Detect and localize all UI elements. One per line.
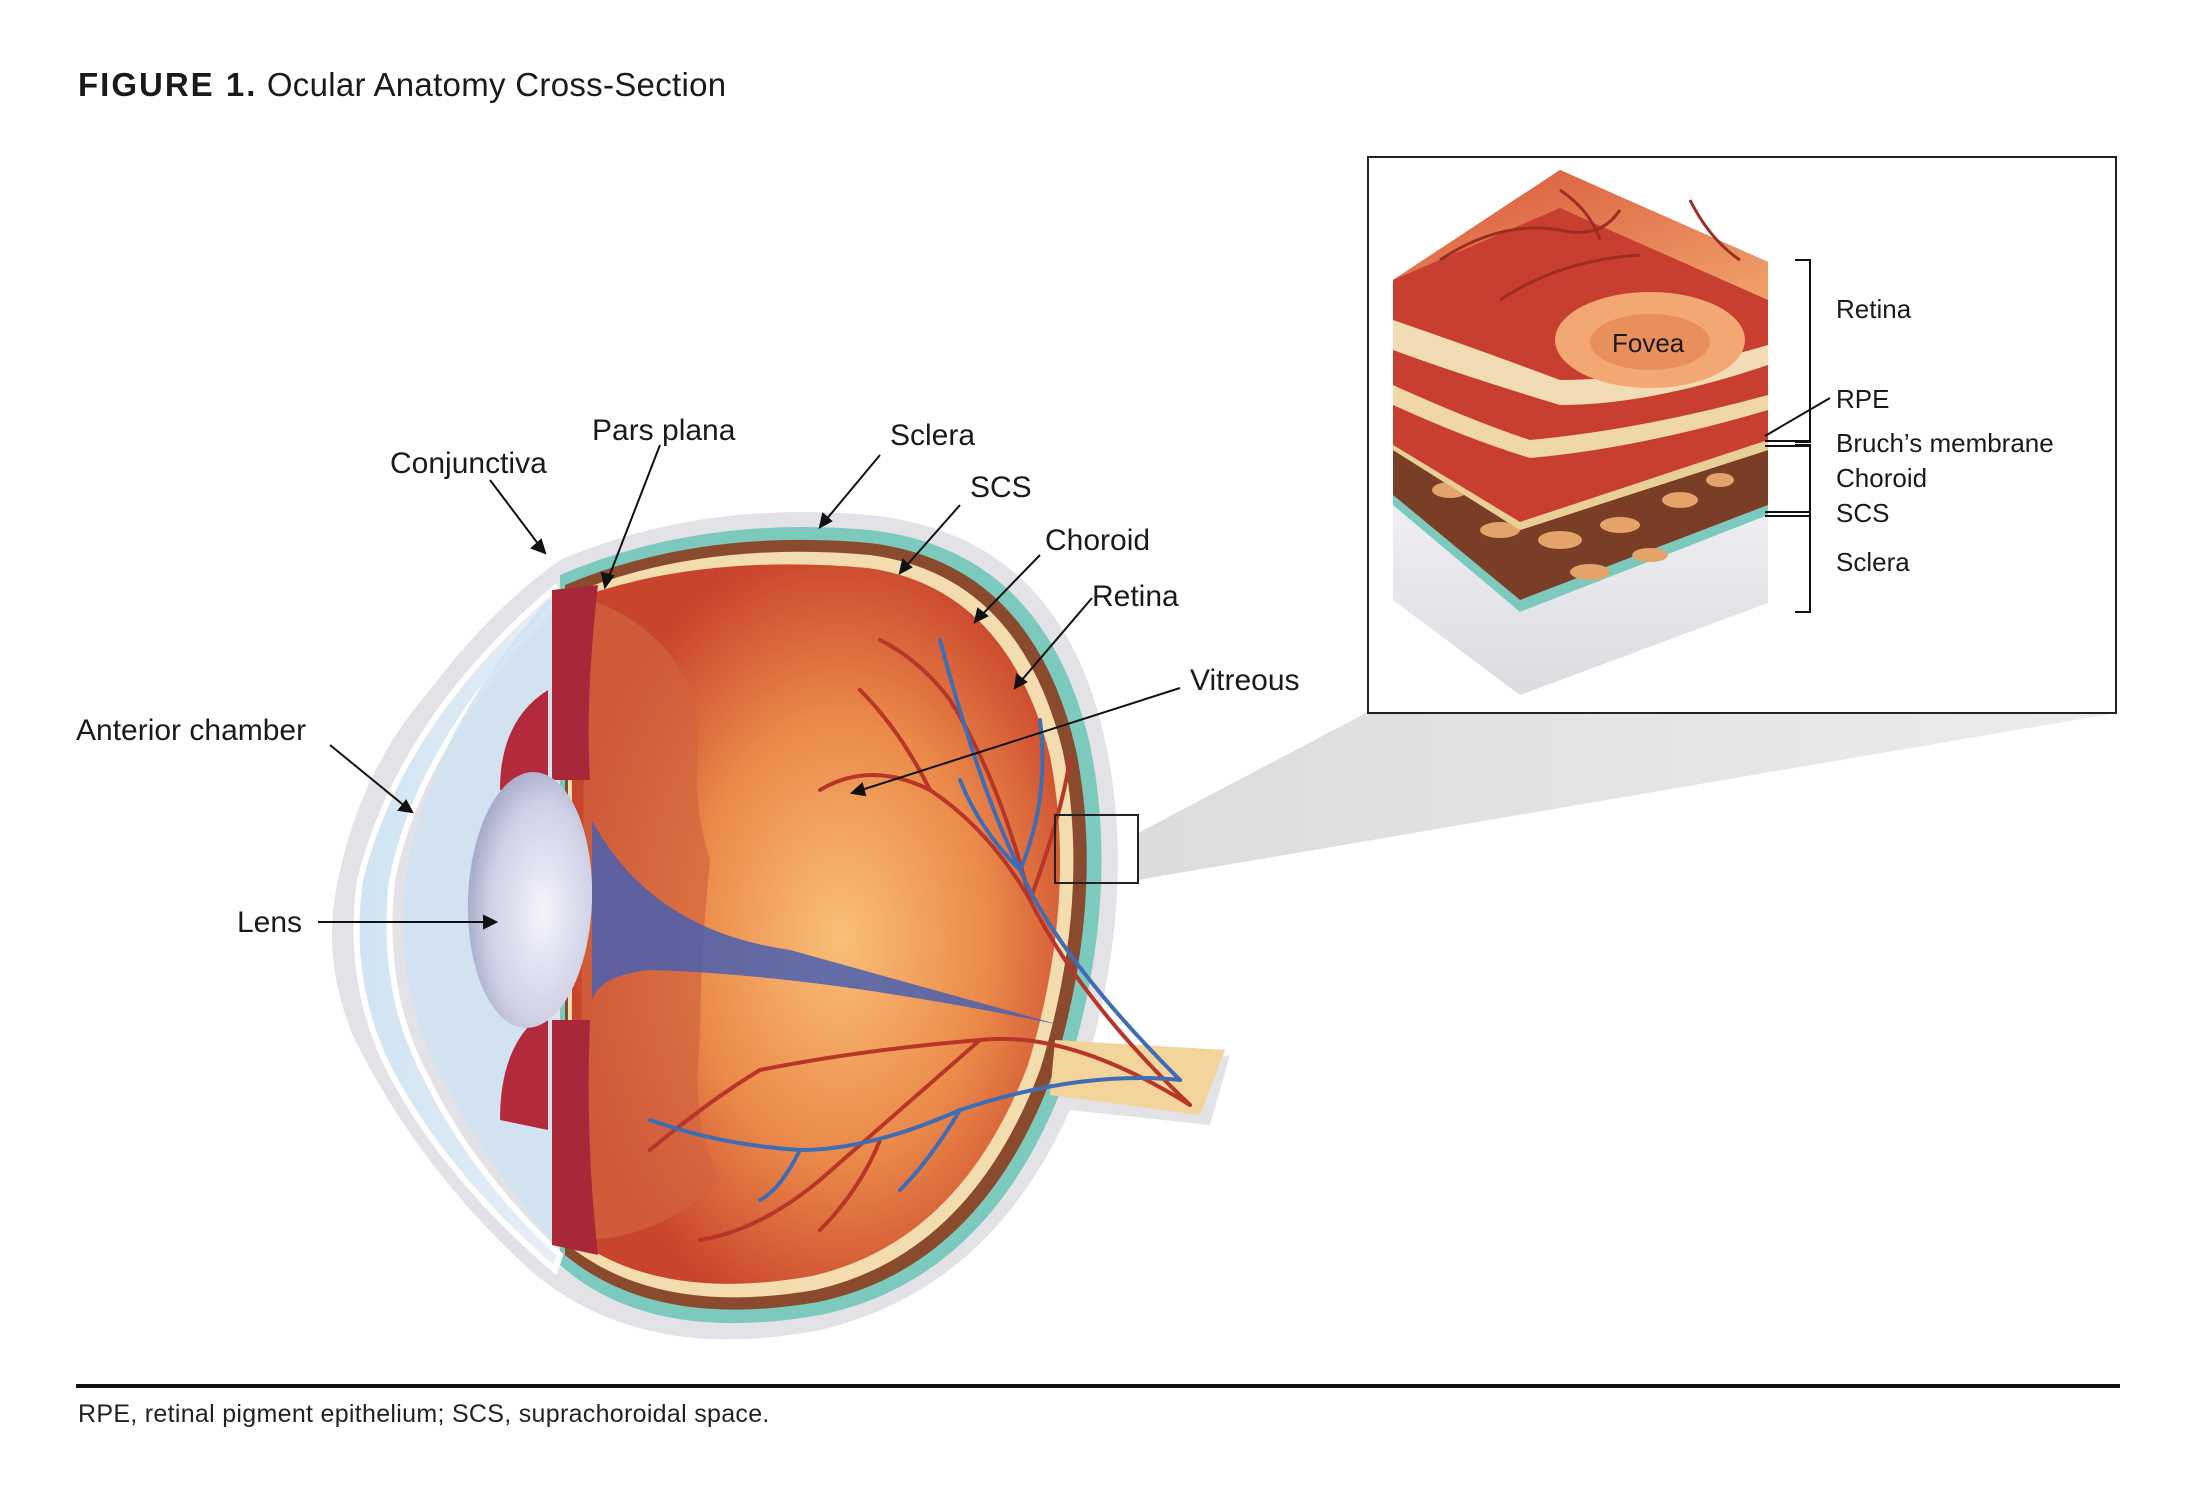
iris-lower bbox=[552, 1020, 598, 1255]
figure-number: FIGURE 1. bbox=[78, 66, 258, 103]
inset-label-rpe: RPE bbox=[1836, 384, 1889, 414]
retinal-arteries bbox=[648, 638, 1192, 1242]
inset-label-scs: SCS bbox=[1836, 498, 1889, 528]
inset-label-sclera: Sclera bbox=[1836, 547, 1910, 577]
inset-choroid-layer bbox=[1393, 450, 1768, 600]
label-choroid: Choroid bbox=[1045, 524, 1150, 557]
label-sclera: Sclera bbox=[890, 419, 975, 452]
zoom-wedge bbox=[1138, 713, 2116, 880]
inset-choroid-vessels bbox=[1432, 473, 1734, 580]
inset-brackets bbox=[1764, 259, 1831, 613]
figure-title: FIGURE 1. Ocular Anatomy Cross-Section bbox=[78, 66, 726, 104]
lens-body bbox=[467, 772, 593, 1028]
inset-top-face bbox=[1393, 170, 1768, 300]
label-conjunctiva: Conjunctiva bbox=[390, 447, 547, 480]
inset-panel: Fovea Retina RPE Bruch’s membrane Choroi… bbox=[1367, 156, 2117, 714]
leader-lines bbox=[318, 444, 1181, 930]
label-scs: SCS bbox=[970, 471, 1032, 504]
inset-label-bruchs-membrane: Bruch’s membrane bbox=[1836, 428, 2054, 458]
label-lens: Lens bbox=[237, 906, 302, 939]
retinal-veins bbox=[648, 638, 1182, 1202]
hyaloid-canal bbox=[592, 820, 1060, 1025]
footnote-rule bbox=[76, 1384, 2120, 1388]
inset-scs-layer bbox=[1393, 495, 1768, 612]
zoom-region-box bbox=[1054, 814, 1139, 884]
inset-sclera-block bbox=[1393, 505, 1768, 695]
cornea bbox=[353, 583, 564, 1276]
inset-label-retina: Retina bbox=[1836, 294, 1912, 324]
label-vitreous: Vitreous bbox=[1190, 664, 1300, 697]
label-fovea: Fovea bbox=[1612, 328, 1685, 358]
label-retina: Retina bbox=[1092, 580, 1179, 613]
inset-label-choroid: Choroid bbox=[1836, 463, 1927, 493]
figure-caption: Ocular Anatomy Cross-Section bbox=[266, 66, 727, 103]
inset-surface-vessels bbox=[1439, 188, 1741, 302]
footnote: RPE, retinal pigment epithelium; SCS, su… bbox=[78, 1400, 770, 1428]
label-anterior-chamber: Anterior chamber bbox=[76, 714, 306, 747]
iris bbox=[552, 585, 598, 780]
inset-rpe-layer bbox=[1393, 440, 1768, 530]
label-pars-plana: Pars plana bbox=[592, 414, 736, 447]
eye-cross-section bbox=[331, 512, 1230, 1340]
